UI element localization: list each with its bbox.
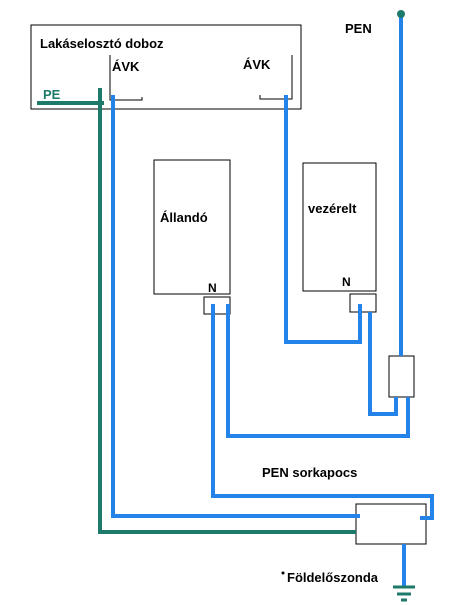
breaker-right-label: ÁVK [243,57,271,72]
green-wires [37,88,356,534]
wire-pen-fuse-loop [368,312,398,416]
pen-label: PEN [345,21,372,36]
wire-pen-to-constant-n [226,304,410,438]
meter-constant-box [153,159,231,295]
distribution-box-label: Lakáselosztó doboz [40,36,164,51]
meter-controlled-n-terminal [349,293,377,313]
wire-pe-down [98,88,356,534]
meter-constant-label: Állandó [160,210,208,225]
pen-terminal-box [355,503,427,545]
ground-icon [393,585,415,602]
ground-probe-label: Földelőszonda [287,570,378,585]
distribution-box [30,24,302,110]
breaker-left-label: ÁVK [112,59,140,74]
meter-controlled-label: vezérelt [308,201,357,216]
blue-wires [111,14,434,586]
ground-probe-bullet [281,571,285,575]
breaker-left-bracket [109,55,143,101]
wire-right-breaker-to-controlled-n [284,95,362,344]
meter-constant-n-label: N [208,281,217,295]
meter-controlled-box [302,162,377,292]
pen-terminal-dot [397,10,405,18]
wire-constant-n-to-terminal [211,304,434,520]
meter-controlled-n-label: N [342,275,351,289]
breaker-right-bracket [259,55,293,100]
pe-label: PE [43,87,61,102]
pen-terminal-label: PEN sorkapocs [262,465,358,480]
wire-left-breaker-to-terminal [111,95,360,518]
pen-fuse-box [388,355,415,398]
